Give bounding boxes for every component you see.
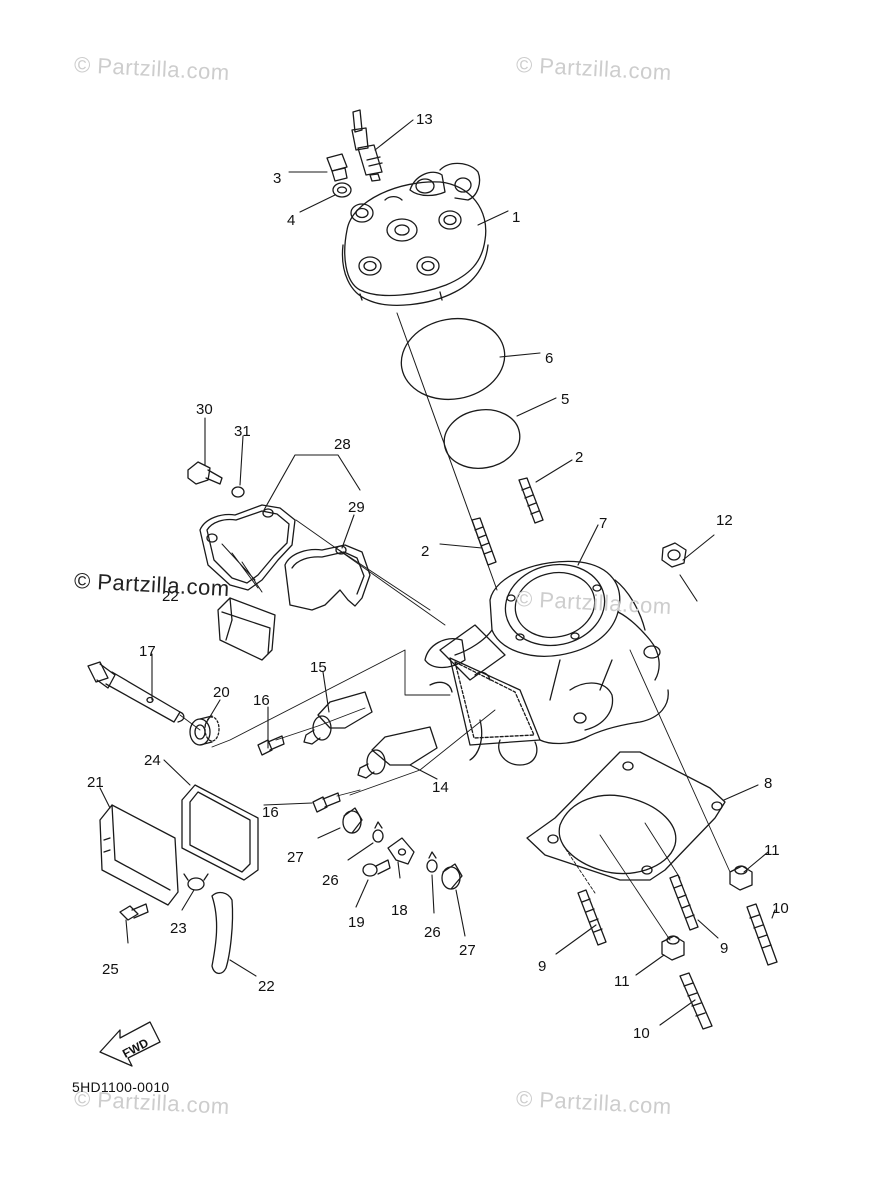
part-callout-1[interactable]: 1 <box>512 209 520 226</box>
stud-bolt-part[interactable] <box>746 903 778 966</box>
o-ring-large-part[interactable] <box>395 311 511 408</box>
part-callout-27[interactable]: 27 <box>287 849 304 866</box>
clip-part[interactable] <box>426 851 438 873</box>
cap-nut-part[interactable] <box>661 542 687 568</box>
cylinder-head-part[interactable] <box>341 162 489 306</box>
screw-part[interactable] <box>119 903 149 921</box>
spark-plug-part[interactable] <box>351 109 383 182</box>
stud-bolt-part[interactable] <box>679 972 713 1030</box>
part-callout-18[interactable]: 18 <box>391 902 408 919</box>
part-callout-4[interactable]: 4 <box>287 212 295 229</box>
part-callout-9[interactable]: 9 <box>538 958 546 975</box>
part-callout-29[interactable]: 29 <box>348 499 365 516</box>
part-callout-23[interactable]: 23 <box>170 920 187 937</box>
part-callout-8[interactable]: 8 <box>764 775 772 792</box>
part-callout-22[interactable]: 22 <box>162 588 179 605</box>
bracket-part[interactable] <box>387 837 415 865</box>
part-callout-11[interactable]: 11 <box>614 973 630 990</box>
flange-bolt-part[interactable] <box>187 461 223 485</box>
part-callout-12[interactable]: 12 <box>716 512 733 529</box>
part-callout-21[interactable]: 21 <box>87 774 104 791</box>
stud-bolt-part[interactable] <box>577 889 607 946</box>
part-callout-28[interactable]: 28 <box>334 436 351 453</box>
bush-part[interactable] <box>189 715 220 746</box>
part-callout-14[interactable]: 14 <box>432 779 449 796</box>
part-callout-31[interactable]: 31 <box>234 423 251 440</box>
washer-part[interactable] <box>332 182 352 198</box>
part-callout-19[interactable]: 19 <box>348 914 365 931</box>
collar-part[interactable] <box>342 807 363 834</box>
part-callout-26[interactable]: 26 <box>424 924 441 941</box>
valve-block-part[interactable] <box>217 597 276 661</box>
part-callout-5[interactable]: 5 <box>561 391 569 408</box>
part-callout-11[interactable]: 11 <box>764 842 780 859</box>
screw-part[interactable] <box>362 859 391 877</box>
part-callout-13[interactable]: 13 <box>416 111 433 128</box>
part-callout-25[interactable]: 25 <box>102 961 119 978</box>
part-callout-7[interactable]: 7 <box>599 515 607 532</box>
part-callout-20[interactable]: 20 <box>213 684 230 701</box>
valve-gasket-part[interactable] <box>199 504 296 591</box>
part-callout-6[interactable]: 6 <box>545 350 553 367</box>
cover-gasket-part[interactable] <box>181 784 259 881</box>
valve-shaft-part[interactable] <box>87 661 185 723</box>
part-callout-16[interactable]: 16 <box>262 804 279 821</box>
part-callout-9[interactable]: 9 <box>720 940 728 957</box>
stud-bolt-part[interactable] <box>669 874 699 931</box>
part-callout-3[interactable]: 3 <box>273 170 281 187</box>
part-callout-16[interactable]: 16 <box>253 692 270 709</box>
part-callout-26[interactable]: 26 <box>322 872 339 889</box>
base-gasket-part[interactable] <box>526 751 726 881</box>
o-ring-small-part[interactable] <box>440 404 525 474</box>
fwd-label: FWD <box>120 1035 151 1060</box>
part-callout-30[interactable]: 30 <box>196 401 213 418</box>
part-callout-10[interactable]: 10 <box>633 1025 650 1042</box>
clip-part[interactable] <box>372 821 384 843</box>
diagram-code: 5HD1100-0010 <box>72 1079 170 1095</box>
part-callout-2[interactable]: 2 <box>421 543 429 560</box>
plug-bolt-part[interactable] <box>326 153 348 182</box>
part-callout-24[interactable]: 24 <box>144 752 161 769</box>
part-callout-15[interactable]: 15 <box>310 659 327 676</box>
collar-part[interactable] <box>441 863 463 890</box>
fwd-arrow-icon <box>99 1021 161 1067</box>
reed-cover-part[interactable] <box>99 804 179 906</box>
cylinder-part[interactable] <box>424 555 669 766</box>
valve-gasket-part[interactable] <box>284 544 371 611</box>
part-callout-17[interactable]: 17 <box>139 643 156 660</box>
screw-part[interactable] <box>312 792 341 813</box>
part-callout-2[interactable]: 2 <box>575 449 583 466</box>
part-callout-22[interactable]: 22 <box>258 978 275 995</box>
hose-clamp-part[interactable] <box>183 873 209 891</box>
nut-part[interactable] <box>661 935 685 961</box>
part-callout-27[interactable]: 27 <box>459 942 476 959</box>
stud-bolt-part[interactable] <box>471 517 497 566</box>
valve-holder-part[interactable] <box>357 726 438 779</box>
washer-part[interactable] <box>231 486 245 498</box>
nut-part[interactable] <box>729 865 753 891</box>
screw-part[interactable] <box>257 735 285 756</box>
breather-hose-part[interactable] <box>211 891 234 975</box>
part-callout-10[interactable]: 10 <box>772 900 789 917</box>
stud-bolt-part[interactable] <box>518 477 544 524</box>
